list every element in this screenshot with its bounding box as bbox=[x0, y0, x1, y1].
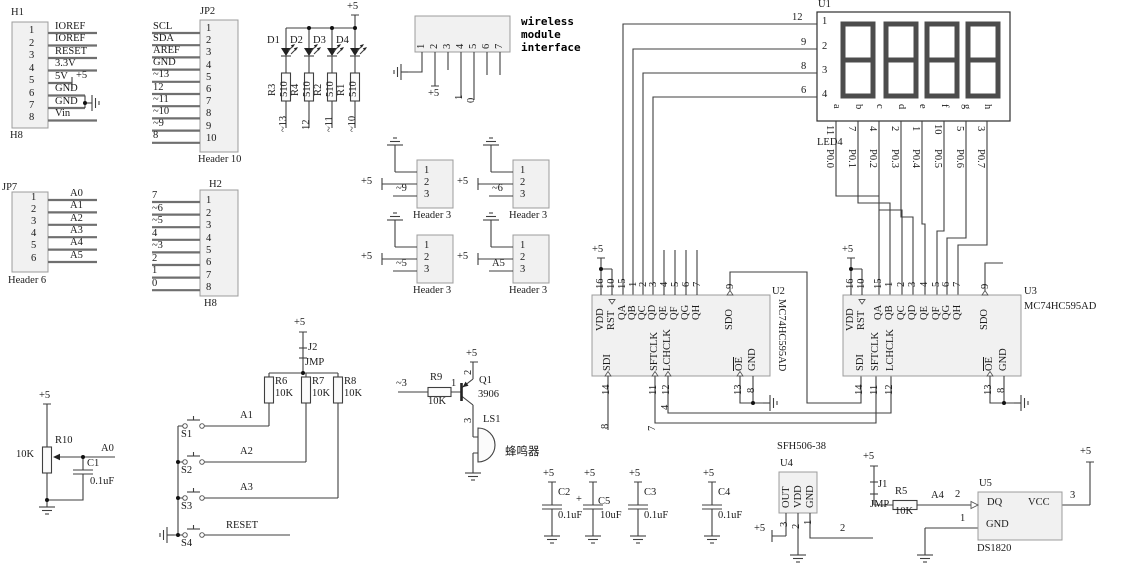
jp7-header bbox=[11, 191, 97, 273]
buzzer-circuit bbox=[398, 361, 496, 481]
h1-header bbox=[11, 21, 100, 129]
jp2-header bbox=[152, 19, 239, 153]
seven-segment-digits bbox=[840, 21, 1001, 99]
ground-icon bbox=[386, 212, 404, 228]
ground-icon bbox=[789, 547, 807, 563]
u1-display bbox=[622, 11, 1011, 295]
ir-receiver bbox=[771, 471, 873, 563]
temp-sensor-circuit bbox=[869, 461, 1094, 563]
capacitor-icon bbox=[627, 504, 649, 510]
pushbutton-icon bbox=[182, 487, 205, 501]
ground-icon bbox=[916, 547, 934, 563]
ground-icon bbox=[703, 528, 721, 544]
button-network bbox=[159, 331, 344, 544]
ground-icon bbox=[464, 465, 482, 481]
header3-blocks bbox=[381, 137, 550, 284]
ground-icon bbox=[84, 94, 100, 112]
capacitor-icon bbox=[72, 469, 94, 475]
ground-icon bbox=[482, 137, 500, 153]
led-icon bbox=[303, 43, 322, 57]
potentiometer-circuit bbox=[38, 403, 115, 515]
ground-icon bbox=[386, 137, 404, 153]
ground-icon bbox=[393, 63, 409, 81]
ground-icon bbox=[1013, 394, 1029, 412]
led-bank bbox=[280, 14, 368, 128]
ground-icon bbox=[584, 528, 602, 544]
led-icon bbox=[326, 43, 345, 57]
capacitor-icon bbox=[582, 504, 604, 510]
ground-icon bbox=[543, 528, 561, 544]
ground-icon bbox=[482, 212, 500, 228]
led-icon bbox=[349, 43, 368, 57]
h2-header bbox=[152, 189, 239, 297]
u2-shift-register bbox=[591, 250, 895, 430]
wireless-module bbox=[393, 15, 511, 100]
capacitor-icon bbox=[701, 504, 723, 510]
pushbutton-icon bbox=[182, 415, 205, 429]
pushbutton-icon bbox=[182, 524, 205, 538]
pushbutton-icon bbox=[182, 451, 205, 465]
ground-icon bbox=[38, 499, 56, 515]
ground-icon bbox=[762, 394, 778, 412]
ground-icon bbox=[159, 526, 175, 544]
decoupling-caps bbox=[541, 481, 723, 544]
u3-shift-register bbox=[842, 257, 1029, 412]
ground-icon bbox=[629, 528, 647, 544]
buzzer-icon bbox=[477, 427, 496, 463]
led-icon bbox=[280, 43, 299, 57]
capacitor-icon bbox=[541, 504, 563, 510]
